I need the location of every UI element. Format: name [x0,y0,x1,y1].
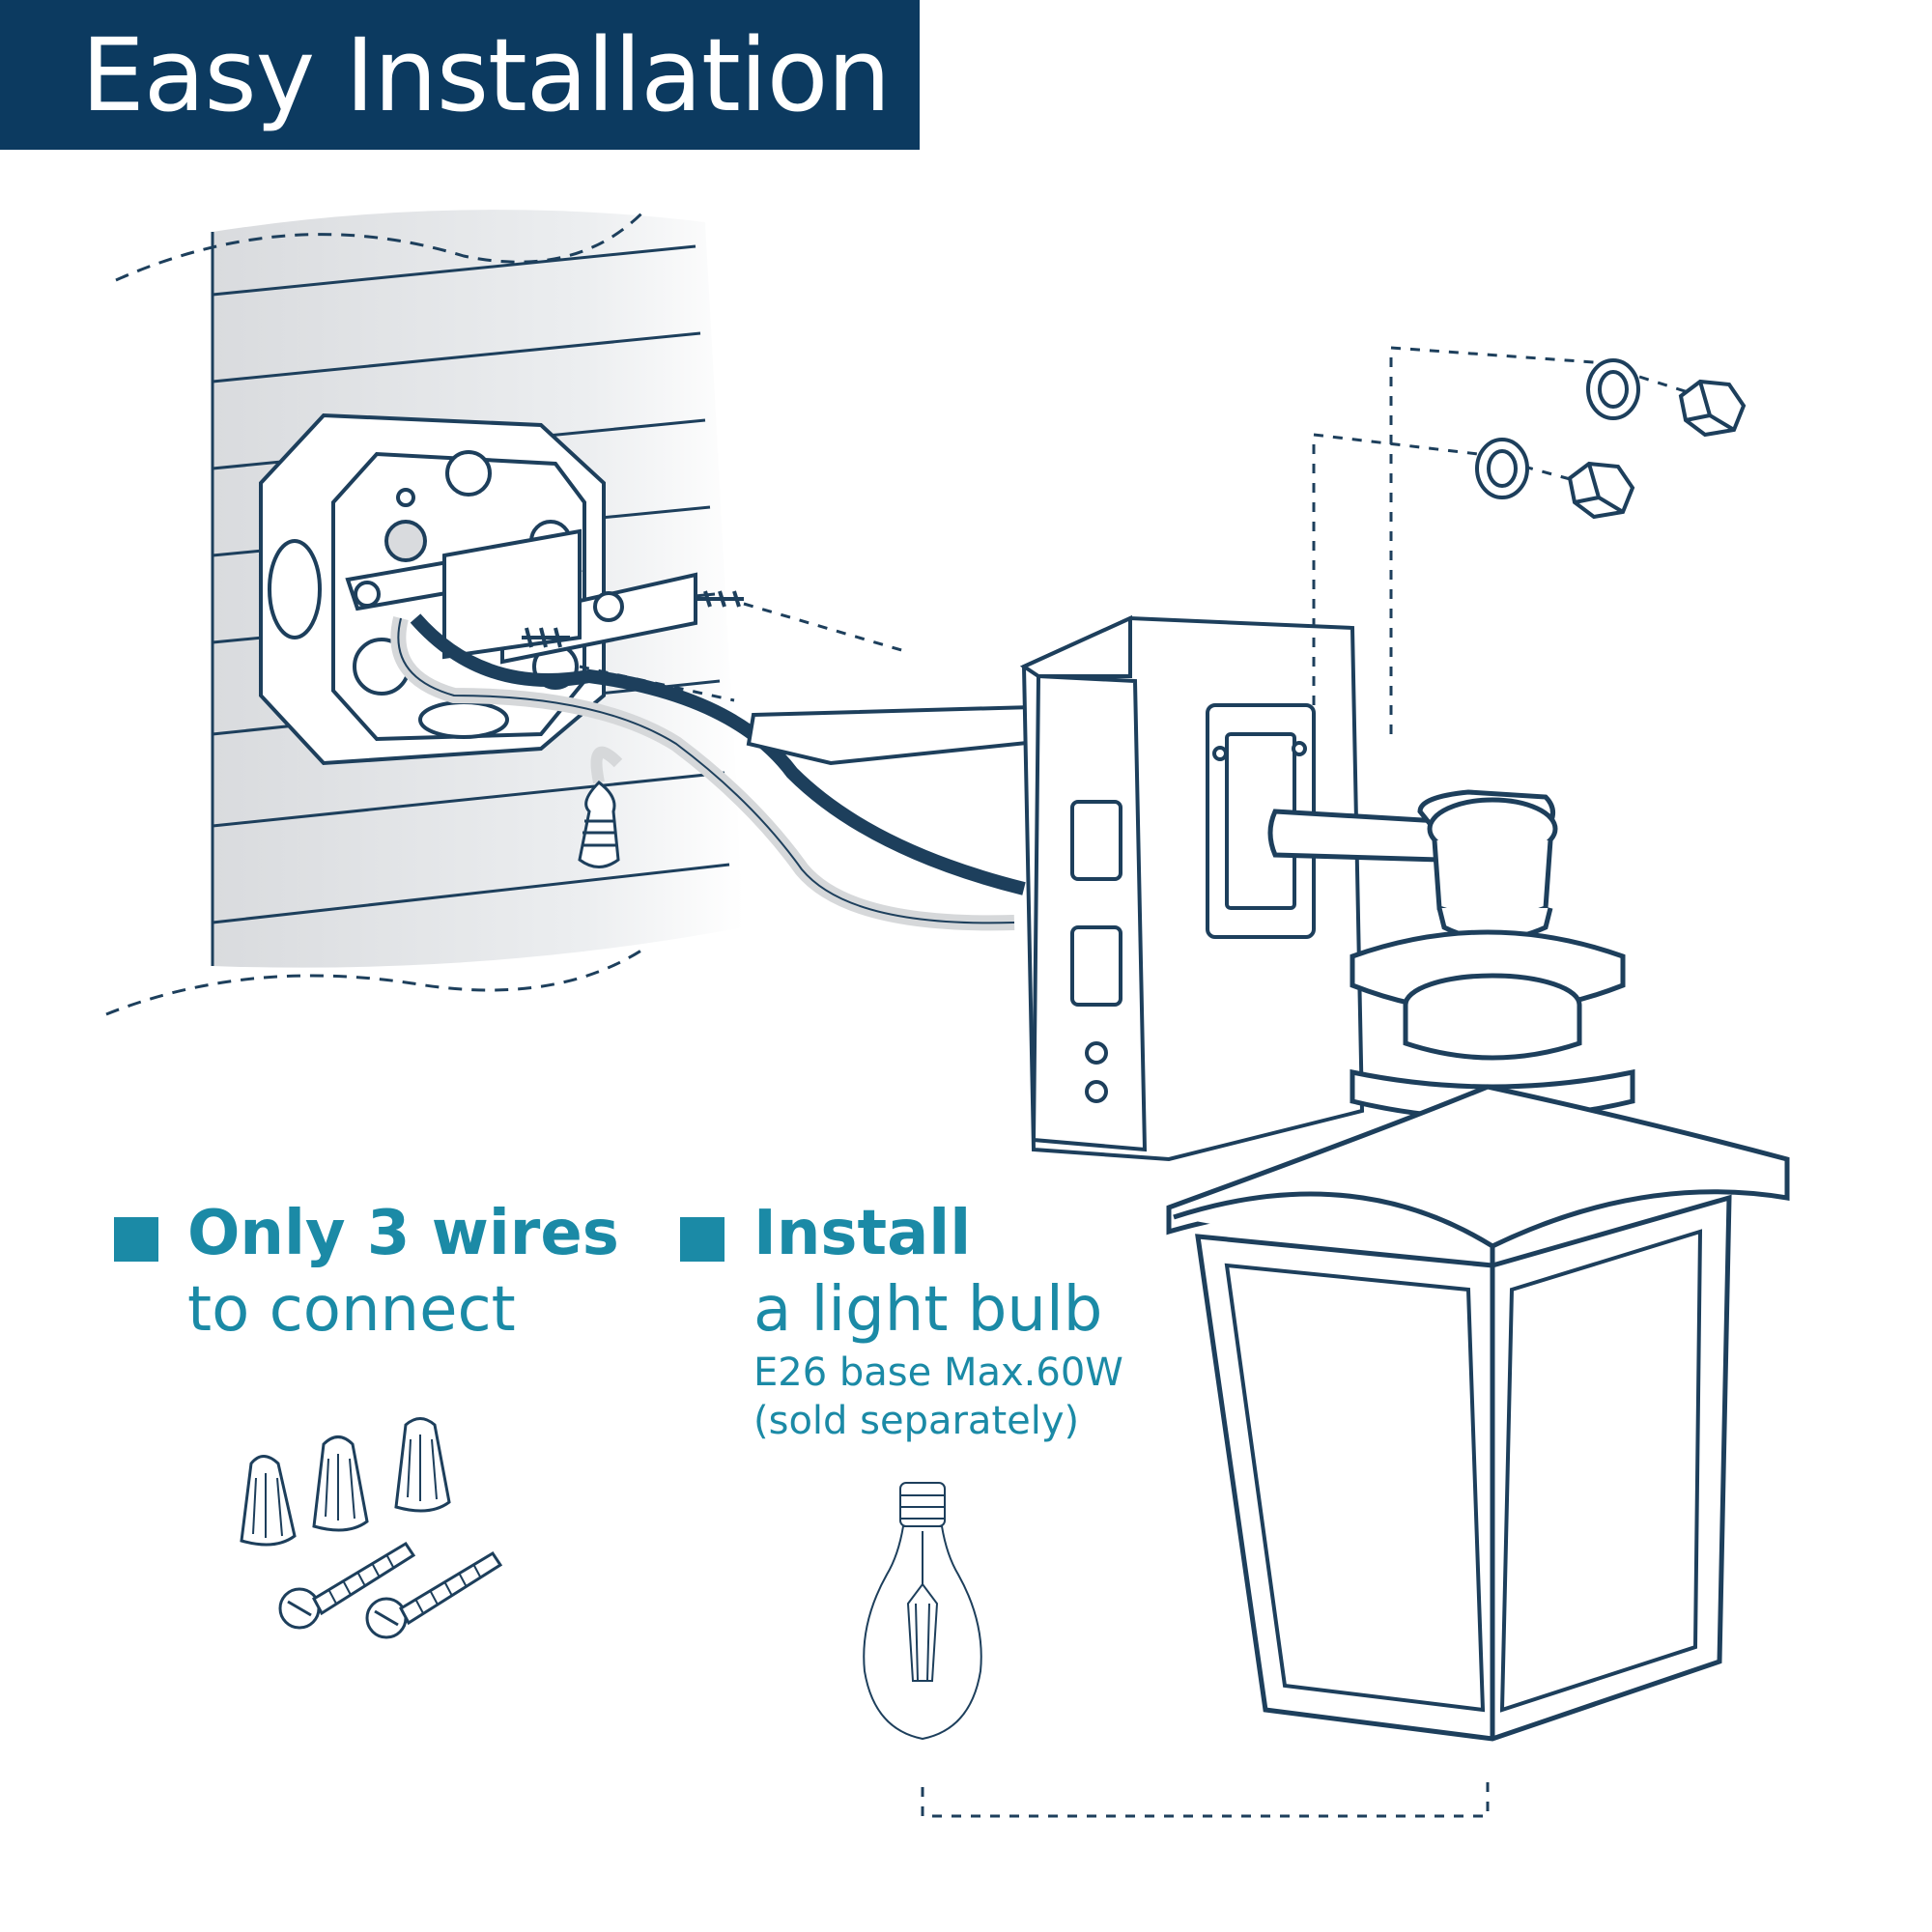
mounting-bracket-icon [345,528,909,702]
wire-bundle [390,613,1026,931]
assembly-guides [921,346,1701,1818]
feature-note: (sold separately) [753,1399,1080,1443]
screw-icon [278,1541,503,1639]
feature-subheading: to connect [187,1274,516,1346]
cap-nut-icon [1567,379,1747,520]
feature-subheading: a light bulb [753,1274,1103,1346]
bullet-square-icon [114,1217,158,1262]
washer-icon [1475,358,1640,499]
feature-heading: Install [753,1198,972,1269]
feature-note: E26 base Max.60W [753,1350,1123,1395]
title-banner: Easy Installation [0,0,920,150]
edison-bulb-icon [863,1482,982,1741]
light-fixture-icon [1166,789,1790,1742]
page-title: Easy Installation [81,15,891,134]
wire-nut-icon [578,781,620,868]
wire-nut-icon [240,1417,451,1547]
fixture-backplate [746,614,1365,1162]
bullet-square-icon [680,1217,724,1262]
feature-heading: Only 3 wires [187,1198,619,1269]
